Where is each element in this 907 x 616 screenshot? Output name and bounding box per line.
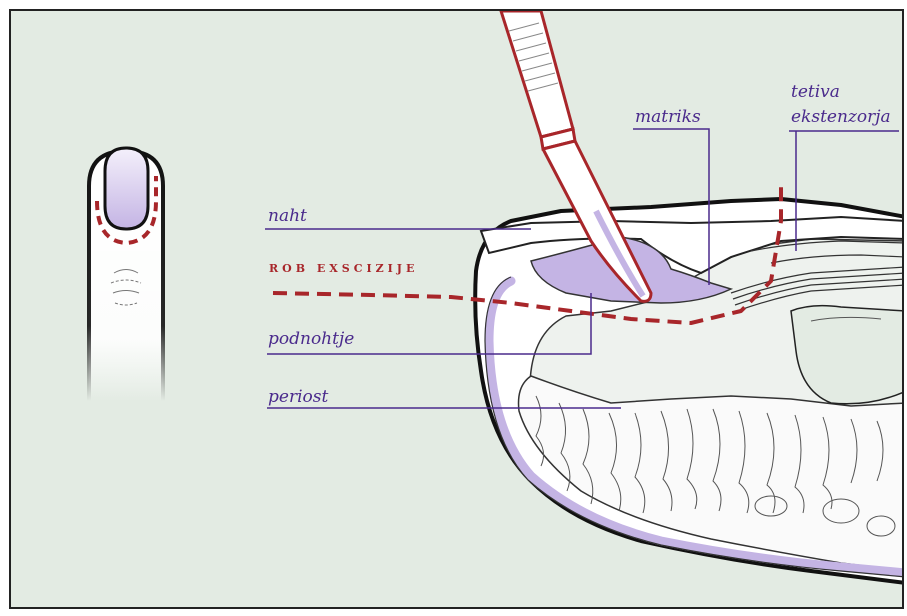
label-periost: periost <box>268 388 328 406</box>
label-ekstenzorja: ekstenzorja <box>791 108 891 126</box>
anatomy-illustration <box>11 11 904 609</box>
illustration-frame: naht ROB EXSCIZIJE podnohtje periost mat… <box>9 9 904 609</box>
finger-dorsal-view <box>89 148 163 401</box>
label-matriks: matriks <box>635 108 701 126</box>
label-rob-exscizije: ROB EXSCIZIJE <box>269 262 418 275</box>
label-podnohtje: podnohtje <box>268 330 354 348</box>
label-naht: naht <box>268 207 307 225</box>
label-tetiva: tetiva <box>791 83 840 101</box>
finger-cross-section <box>273 181 904 583</box>
nail-plate <box>105 148 148 229</box>
